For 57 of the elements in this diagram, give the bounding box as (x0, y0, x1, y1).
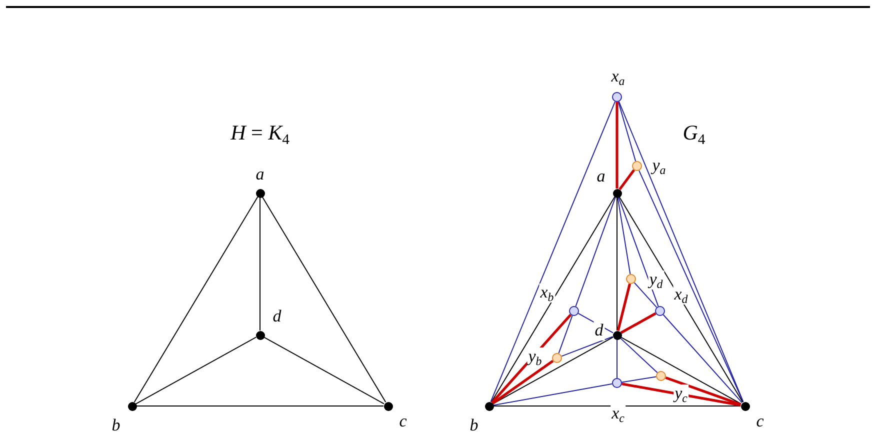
vertex-dot (384, 402, 392, 410)
graph-edge (618, 169, 636, 190)
graph-edge (618, 196, 744, 403)
vertex-dot (612, 188, 622, 198)
vertex-dot (256, 188, 264, 198)
vertex-dot (552, 353, 562, 363)
graph-edge (558, 315, 573, 354)
graph-edge (618, 101, 636, 162)
graph-edge (620, 338, 658, 374)
graph-edge (134, 196, 258, 403)
graph-edge (262, 196, 386, 403)
vertex-label: x$_{d}$ (673, 286, 689, 304)
vertex-dot (484, 402, 494, 410)
vertex-dot (612, 330, 622, 340)
vertex-dot (569, 306, 579, 316)
vertex-label: d (594, 322, 604, 340)
vertex-dot (626, 274, 636, 284)
graph-edge (618, 196, 659, 307)
graph-edge (578, 312, 614, 334)
graph-edge (490, 101, 616, 402)
graph-edge (263, 336, 385, 404)
graph-edge (622, 382, 741, 406)
graph-edge (616, 102, 618, 188)
graph-edge (492, 360, 554, 404)
graph-edge (662, 314, 742, 404)
graph-edge (561, 336, 614, 357)
graph-edge (620, 336, 742, 404)
graph-edge (638, 170, 744, 402)
graph-edge (492, 383, 613, 406)
vertex-dot (632, 161, 642, 171)
graph-edge (620, 312, 656, 334)
vertex-dot (256, 330, 264, 340)
graph-edge (491, 314, 572, 404)
vertex-label: y$_{c}$ (674, 384, 688, 404)
vertex-label: y$_{d}$ (648, 270, 664, 290)
graph-edge (618, 101, 744, 402)
graph-edge (634, 282, 658, 308)
vertex-dot (740, 402, 750, 410)
graph-title: G$_{4}$ (682, 122, 706, 144)
vertex-label: x$_{b}$ (539, 284, 555, 302)
vertex-dot (128, 402, 136, 410)
graph-edge (616, 339, 618, 378)
graph-edge (490, 196, 616, 403)
vertex-dot (612, 92, 622, 102)
vertex-label: y$_{b}$ (527, 348, 543, 366)
graph-edge (135, 336, 257, 404)
graph-title: H = K$_{4}$ (230, 122, 290, 144)
graph-edge (665, 376, 742, 406)
graph-edge (621, 376, 657, 383)
graph-edge (575, 196, 616, 307)
graph-edge (616, 197, 618, 331)
vertex-dot (612, 378, 622, 388)
vertex-dot (655, 306, 665, 316)
vertex-label: x$_{c}$ (610, 404, 626, 424)
graph-edge (617, 196, 631, 275)
graph-edge (616, 284, 632, 331)
vertex-dot (656, 371, 666, 381)
